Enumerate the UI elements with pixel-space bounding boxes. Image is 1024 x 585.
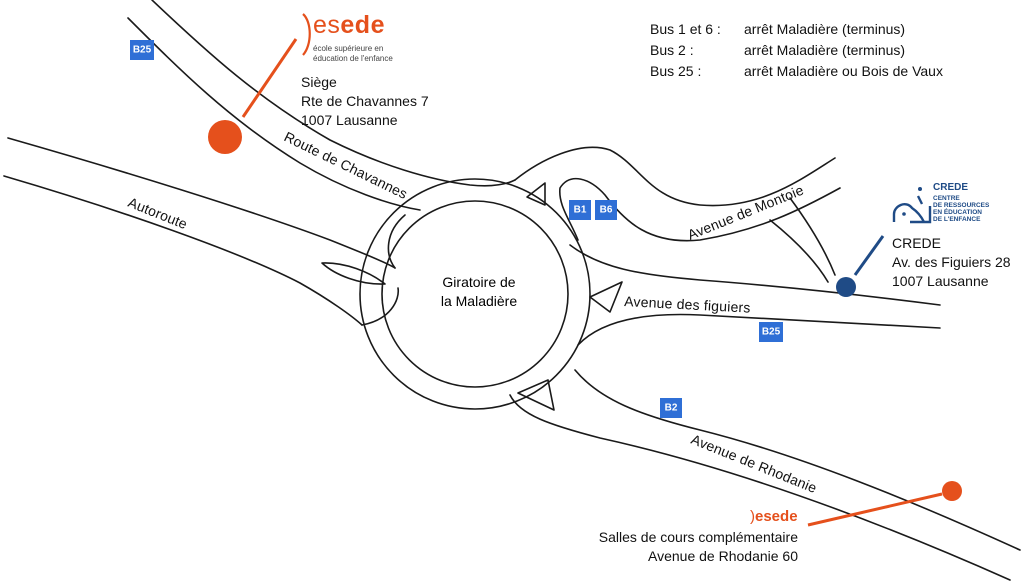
svg-text:B1: B1 bbox=[574, 205, 587, 216]
label-avenue-figuiers: Avenue des figuiers bbox=[624, 293, 751, 316]
crede-city: 1007 Lausanne bbox=[892, 273, 989, 289]
crede-logo-sub3: EN ÉDUCATION bbox=[933, 209, 982, 216]
crede-title: CREDE bbox=[892, 235, 942, 251]
svg-text:B2: B2 bbox=[665, 403, 678, 414]
bus-stop-b25-top: B25 bbox=[130, 40, 154, 60]
crede-logo-title: CREDE bbox=[933, 182, 969, 193]
crede-logo-sub1: CENTRE bbox=[933, 195, 960, 202]
crede-logo-mark bbox=[892, 187, 932, 224]
avenue-montoie-edge-lower bbox=[559, 177, 841, 242]
salles-street: Avenue de Rhodanie 60 bbox=[648, 548, 798, 564]
route-chavannes-edge-lower bbox=[127, 17, 421, 211]
roundabout-outer-ring bbox=[359, 178, 591, 410]
left-approach-lower bbox=[361, 287, 399, 326]
bus-stop-label: arrêt Maladière ou Bois de Vaux bbox=[744, 63, 943, 79]
island-south bbox=[517, 379, 555, 411]
svg-text:B25: B25 bbox=[133, 45, 152, 56]
crede-logo-sub4: DE L'ENFANCE bbox=[933, 216, 981, 223]
bus-stop-label: arrêt Maladière (terminus) bbox=[744, 21, 906, 37]
bus-info-row-1: Bus 1 et 6 : arrêt Maladière (terminus) bbox=[650, 19, 905, 40]
avenue-figuiers-edge-upper bbox=[569, 244, 941, 306]
crede-street: Av. des Figuiers 28 bbox=[892, 254, 1011, 270]
esede-logo-sub2: éducation de l'enfance bbox=[313, 54, 393, 63]
route-chavannes-edge-upper bbox=[151, 0, 516, 187]
label-avenue-rhodanie: Avenue de Rhodanie bbox=[689, 431, 819, 496]
svg-text:B25: B25 bbox=[762, 327, 781, 338]
esede-logo-es: es bbox=[313, 11, 341, 39]
salles-esede-logo: )esede bbox=[750, 508, 798, 525]
roundabout-inner bbox=[381, 200, 569, 388]
bus-info-row-2: Bus 2 : arrêt Maladière (terminus) bbox=[650, 40, 905, 61]
crede-pointer-line bbox=[853, 235, 885, 276]
roundabout-label-line2: la Maladière bbox=[441, 293, 517, 309]
montoie-spur-2 bbox=[769, 219, 829, 283]
salles-esede-logo-text: esede bbox=[755, 508, 798, 525]
esede-logo-sub1: école supérieure en bbox=[313, 44, 384, 53]
label-avenue-montoie: Avenue de Montoie bbox=[685, 182, 806, 243]
autoroute-edge-upper bbox=[7, 137, 396, 269]
bus-stop-b2: B2 bbox=[660, 398, 682, 418]
salles-title: Salles de cours complémentaire bbox=[598, 529, 798, 545]
island-west bbox=[321, 262, 386, 285]
salles-marker bbox=[942, 481, 962, 501]
siege-pointer-line bbox=[241, 38, 298, 118]
left-approach-upper bbox=[387, 214, 406, 269]
avenue-figuiers-edge-lower bbox=[577, 313, 941, 346]
bus-line-label: Bus 25 : bbox=[650, 63, 702, 79]
avenue-montoie-edge-upper bbox=[514, 146, 836, 207]
bus-line-label: Bus 2 : bbox=[650, 42, 694, 58]
siege-street: Rte de Chavannes 7 bbox=[301, 93, 429, 109]
montoie-spur bbox=[789, 197, 836, 276]
crede-marker bbox=[836, 277, 856, 297]
esede-logo-mark bbox=[302, 13, 311, 56]
bus-stop-b1: B1 bbox=[569, 200, 591, 220]
svg-text:B6: B6 bbox=[600, 205, 613, 216]
label-autoroute: Autoroute bbox=[126, 194, 190, 232]
crede-logo-sub2: DE RESSOURCES bbox=[933, 202, 990, 209]
bus-line-label: Bus 1 et 6 : bbox=[650, 21, 721, 37]
salles-pointer-line bbox=[807, 492, 943, 527]
island-north bbox=[526, 182, 546, 206]
island-east bbox=[589, 281, 623, 313]
roundabout-label-line1: Giratoire de bbox=[442, 274, 515, 290]
avenue-rhodanie-edge-upper bbox=[574, 369, 1021, 551]
siege-city: 1007 Lausanne bbox=[301, 112, 398, 128]
autoroute-edge-lower bbox=[3, 175, 363, 326]
bus-stop-b25-right: B25 bbox=[759, 322, 783, 342]
bus-info-row-3: Bus 25 : arrêt Maladière ou Bois de Vaux bbox=[650, 61, 943, 82]
bus-stop-label: arrêt Maladière (terminus) bbox=[744, 42, 906, 58]
siege-marker bbox=[208, 120, 242, 154]
avenue-rhodanie-edge-lower bbox=[509, 394, 1011, 581]
esede-logo-wordmark: esede bbox=[313, 11, 385, 40]
bus-stop-b6: B6 bbox=[595, 200, 617, 220]
siege-title: Siège bbox=[301, 74, 337, 90]
esede-logo-ede: ede bbox=[340, 11, 385, 39]
